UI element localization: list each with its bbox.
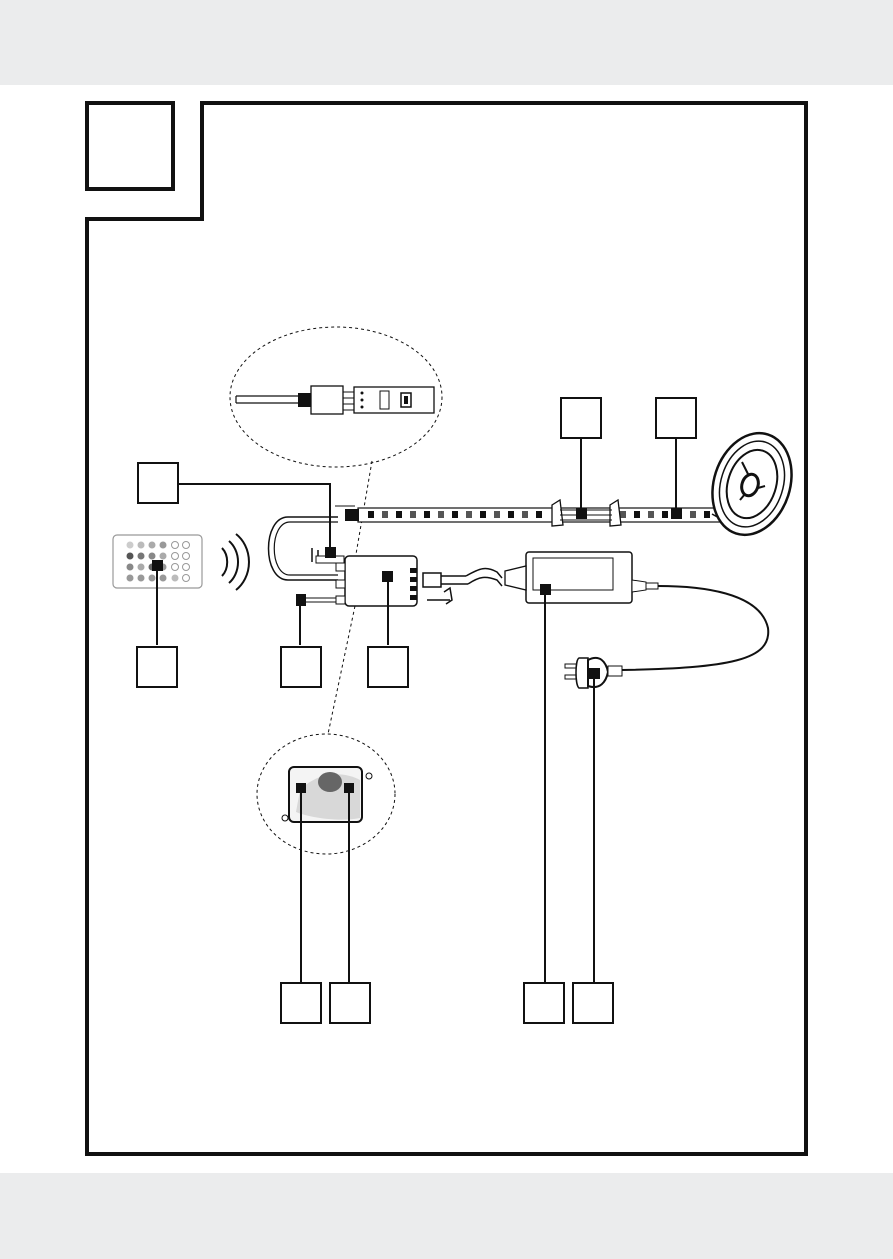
leader-dots (152, 508, 682, 793)
callout-box (367, 646, 409, 688)
callout-box (572, 982, 614, 1024)
callout-box (137, 462, 179, 504)
figure-frame (85, 101, 808, 1156)
led-strip-icon (335, 498, 721, 527)
callout-box (655, 397, 697, 439)
callout-box (280, 646, 322, 688)
callout-box (136, 646, 178, 688)
callout-box (280, 982, 322, 1024)
power-adapter-icon (504, 551, 770, 671)
callout-box (329, 982, 371, 1024)
strip-reel-icon (711, 431, 793, 537)
leader-lines (156, 438, 677, 983)
controller-box-icon (267, 516, 503, 607)
figure-number-box (85, 101, 175, 191)
connector-detail-icon (229, 326, 443, 468)
infrared-signal-icon (221, 533, 250, 591)
callout-box (560, 397, 602, 439)
callout-box (523, 982, 565, 1024)
mounting-detail-icon (256, 733, 396, 855)
